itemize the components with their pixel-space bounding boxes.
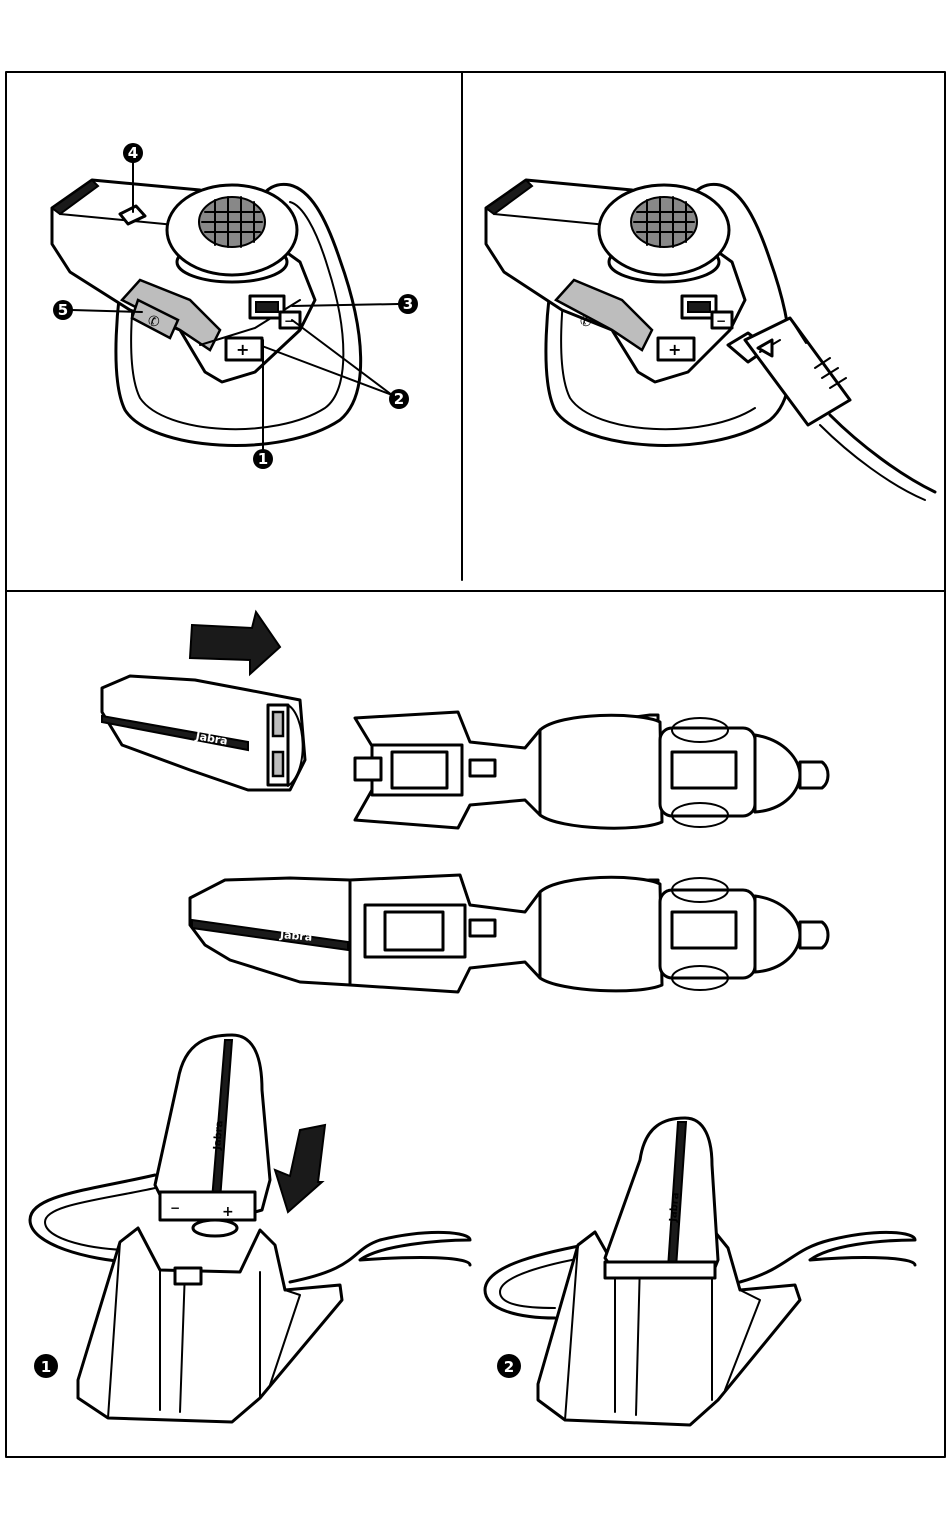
callout-2: 2 xyxy=(389,389,409,409)
push-arrow-icon xyxy=(190,612,280,674)
headset-docked xyxy=(605,1118,718,1278)
desk-charger-step-2: Jabra 2 xyxy=(485,1118,915,1425)
usb-cable xyxy=(830,415,935,492)
step-badge-2: 2 xyxy=(497,1354,521,1378)
svg-text:2: 2 xyxy=(394,390,404,408)
callout-4: 4 xyxy=(123,143,143,163)
call-button-glyph-2: ✆ xyxy=(580,314,592,330)
headset-charging-view: + − ✆ xyxy=(486,180,935,500)
car-charger-insertion: Jabra Jabra xyxy=(102,612,828,992)
volume-up-glyph: + xyxy=(236,340,249,359)
car-charger-detached xyxy=(355,712,828,828)
svg-text:3: 3 xyxy=(403,295,413,313)
svg-text:2: 2 xyxy=(504,1358,514,1376)
svg-text:1: 1 xyxy=(41,1358,51,1376)
headset-callout-view: ✆ + − 4 5 3 2 1 xyxy=(52,143,418,469)
desk-cradle xyxy=(78,1228,342,1422)
callout-5: 5 xyxy=(53,300,73,320)
callout-1: 1 xyxy=(253,449,273,469)
svg-text:4: 4 xyxy=(128,144,138,162)
volume-up-glyph-2: + xyxy=(668,340,681,359)
svg-text:5: 5 xyxy=(58,301,68,319)
insert-arrow-icon xyxy=(275,1125,325,1212)
step-badge-1: 1 xyxy=(34,1354,58,1378)
desk-charger-step-1: Jabra − + 1 xyxy=(30,1035,470,1422)
volume-down-glyph-2: − xyxy=(716,314,726,328)
volume-down-glyph-3: − xyxy=(170,1201,180,1215)
call-button-glyph: ✆ xyxy=(148,314,160,330)
usb-plug xyxy=(728,318,850,425)
callout-3: 3 xyxy=(398,294,418,314)
car-charger-assembled: Jabra xyxy=(190,875,828,992)
svg-text:1: 1 xyxy=(258,450,268,468)
volume-up-glyph-3: + xyxy=(222,1204,234,1220)
